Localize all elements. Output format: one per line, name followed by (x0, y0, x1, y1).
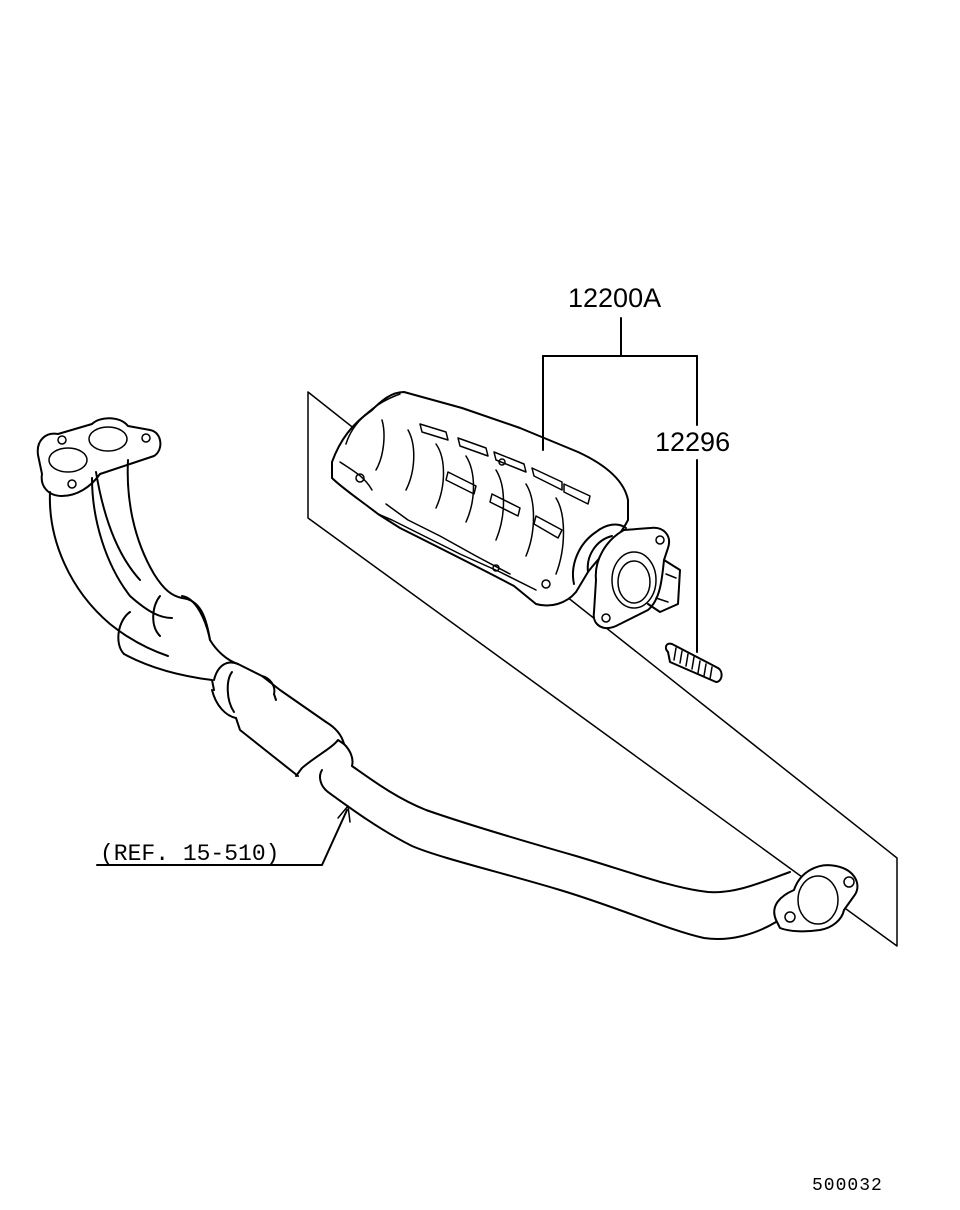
callout-leaders (96, 317, 698, 866)
group-frame (307, 391, 898, 947)
stud-bolt-icon (664, 642, 723, 683)
callout-reference: (REF. 15-510) (100, 841, 279, 867)
catalytic-converter-icon (331, 391, 681, 630)
exhaust-pipe-icon (36, 417, 859, 940)
illustration-code: 500032 (812, 1176, 883, 1196)
callout-12200A: 12200A (568, 283, 661, 313)
callout-12296: 12296 (655, 427, 730, 457)
